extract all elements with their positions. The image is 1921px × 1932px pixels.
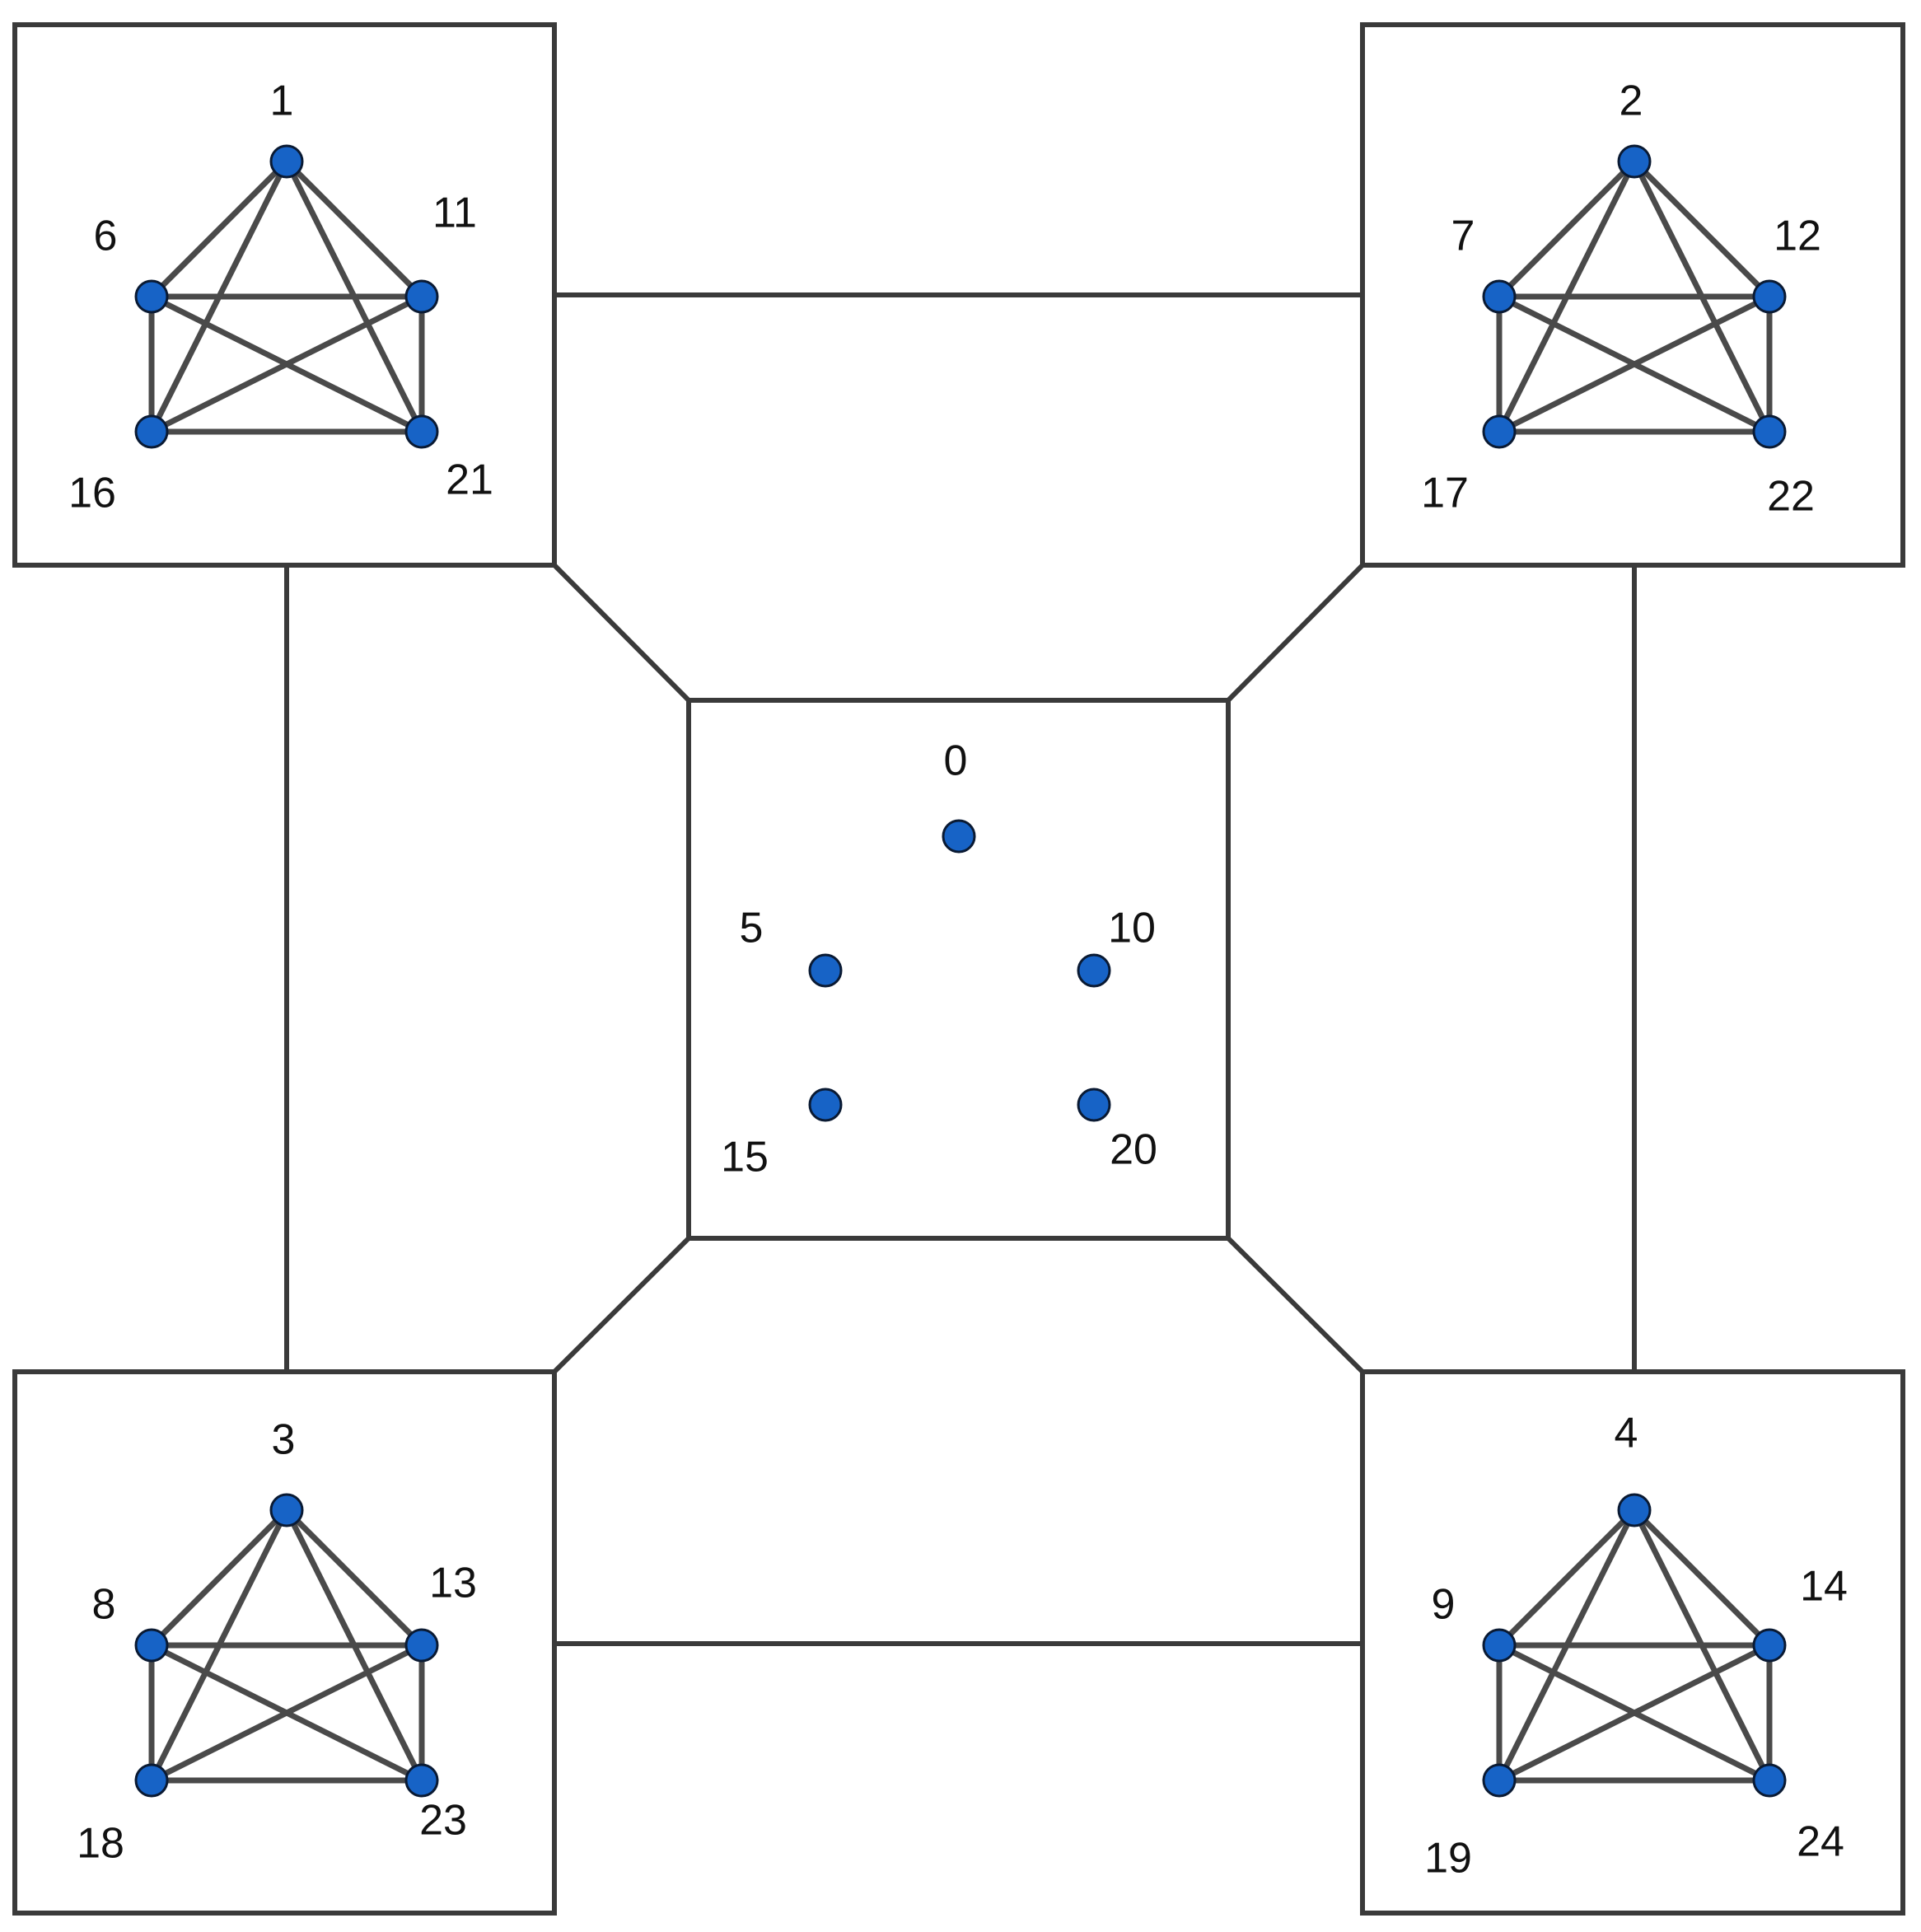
- edge-11-16: [150, 293, 423, 435]
- node-label-0: 0: [944, 737, 968, 785]
- node-label-24: 24: [1797, 1818, 1844, 1866]
- group-link-bottom-left-center: [552, 1236, 691, 1374]
- edge-4-9: [1497, 1508, 1637, 1648]
- node-label-6: 6: [94, 213, 118, 260]
- node-14: [1752, 1628, 1787, 1663]
- node-23: [404, 1763, 439, 1798]
- node-13: [404, 1628, 439, 1663]
- group-link-top-left-center: [552, 563, 691, 703]
- node-label-10: 10: [1108, 905, 1156, 952]
- node-0: [942, 819, 976, 854]
- node-label-11: 11: [432, 189, 477, 237]
- node-7: [1482, 279, 1517, 314]
- node-label-13: 13: [429, 1560, 477, 1607]
- node-label-20: 20: [1110, 1126, 1157, 1174]
- group-links: [284, 292, 1637, 1646]
- node-8: [134, 1628, 169, 1663]
- group-box-center: [686, 698, 1231, 1241]
- node-21: [404, 414, 439, 449]
- edge-2-12: [1632, 159, 1772, 299]
- node-edges: [148, 159, 1773, 1784]
- node-label-1: 1: [270, 77, 294, 125]
- node-label-2: 2: [1620, 77, 1643, 125]
- node-6: [134, 279, 169, 314]
- node-label-8: 8: [92, 1581, 116, 1629]
- node-15: [808, 1088, 843, 1122]
- node-19: [1482, 1763, 1517, 1798]
- node-label-12: 12: [1774, 213, 1821, 260]
- node-4: [1617, 1493, 1652, 1527]
- node-9: [1482, 1628, 1517, 1663]
- edge-3-8: [149, 1508, 289, 1648]
- edge-1-6: [149, 159, 289, 299]
- node-label-7: 7: [1451, 213, 1475, 260]
- edge-2-7: [1497, 159, 1637, 299]
- edge-4-14: [1632, 1508, 1772, 1648]
- node-label-9: 9: [1432, 1581, 1456, 1629]
- edge-12-17: [1498, 293, 1771, 435]
- node-22: [1752, 414, 1787, 449]
- group-link-top-right-center: [1226, 563, 1365, 703]
- edge-13-18: [150, 1642, 423, 1784]
- node-5: [808, 953, 843, 988]
- node-17: [1482, 414, 1517, 449]
- node-24: [1752, 1763, 1787, 1798]
- edge-14-19: [1498, 1642, 1771, 1784]
- node-2: [1617, 144, 1652, 179]
- node-16: [134, 414, 169, 449]
- node-label-3: 3: [272, 1416, 296, 1464]
- node-label-5: 5: [740, 905, 764, 952]
- group-link-bottom-right-center: [1226, 1236, 1365, 1374]
- node-1: [269, 144, 304, 179]
- node-label-17: 17: [1421, 470, 1469, 517]
- node-label-21: 21: [446, 456, 493, 504]
- node-20: [1077, 1088, 1111, 1122]
- node-11: [404, 279, 439, 314]
- group-boxes: [12, 22, 1905, 1916]
- node-12: [1752, 279, 1787, 314]
- node-18: [134, 1763, 169, 1798]
- node-3: [269, 1493, 304, 1527]
- node-label-16: 16: [68, 470, 116, 517]
- node-label-22: 22: [1767, 473, 1815, 521]
- edge-1-11: [284, 159, 424, 299]
- node-label-14: 14: [1800, 1563, 1848, 1611]
- node-label-23: 23: [419, 1797, 467, 1845]
- edge-3-13: [284, 1508, 424, 1648]
- node-label-4: 4: [1615, 1410, 1638, 1457]
- node-label-15: 15: [721, 1134, 769, 1181]
- node-label-19: 19: [1424, 1835, 1472, 1883]
- node-label-18: 18: [77, 1820, 124, 1868]
- node-10: [1077, 953, 1111, 988]
- nodes: [134, 144, 1787, 1798]
